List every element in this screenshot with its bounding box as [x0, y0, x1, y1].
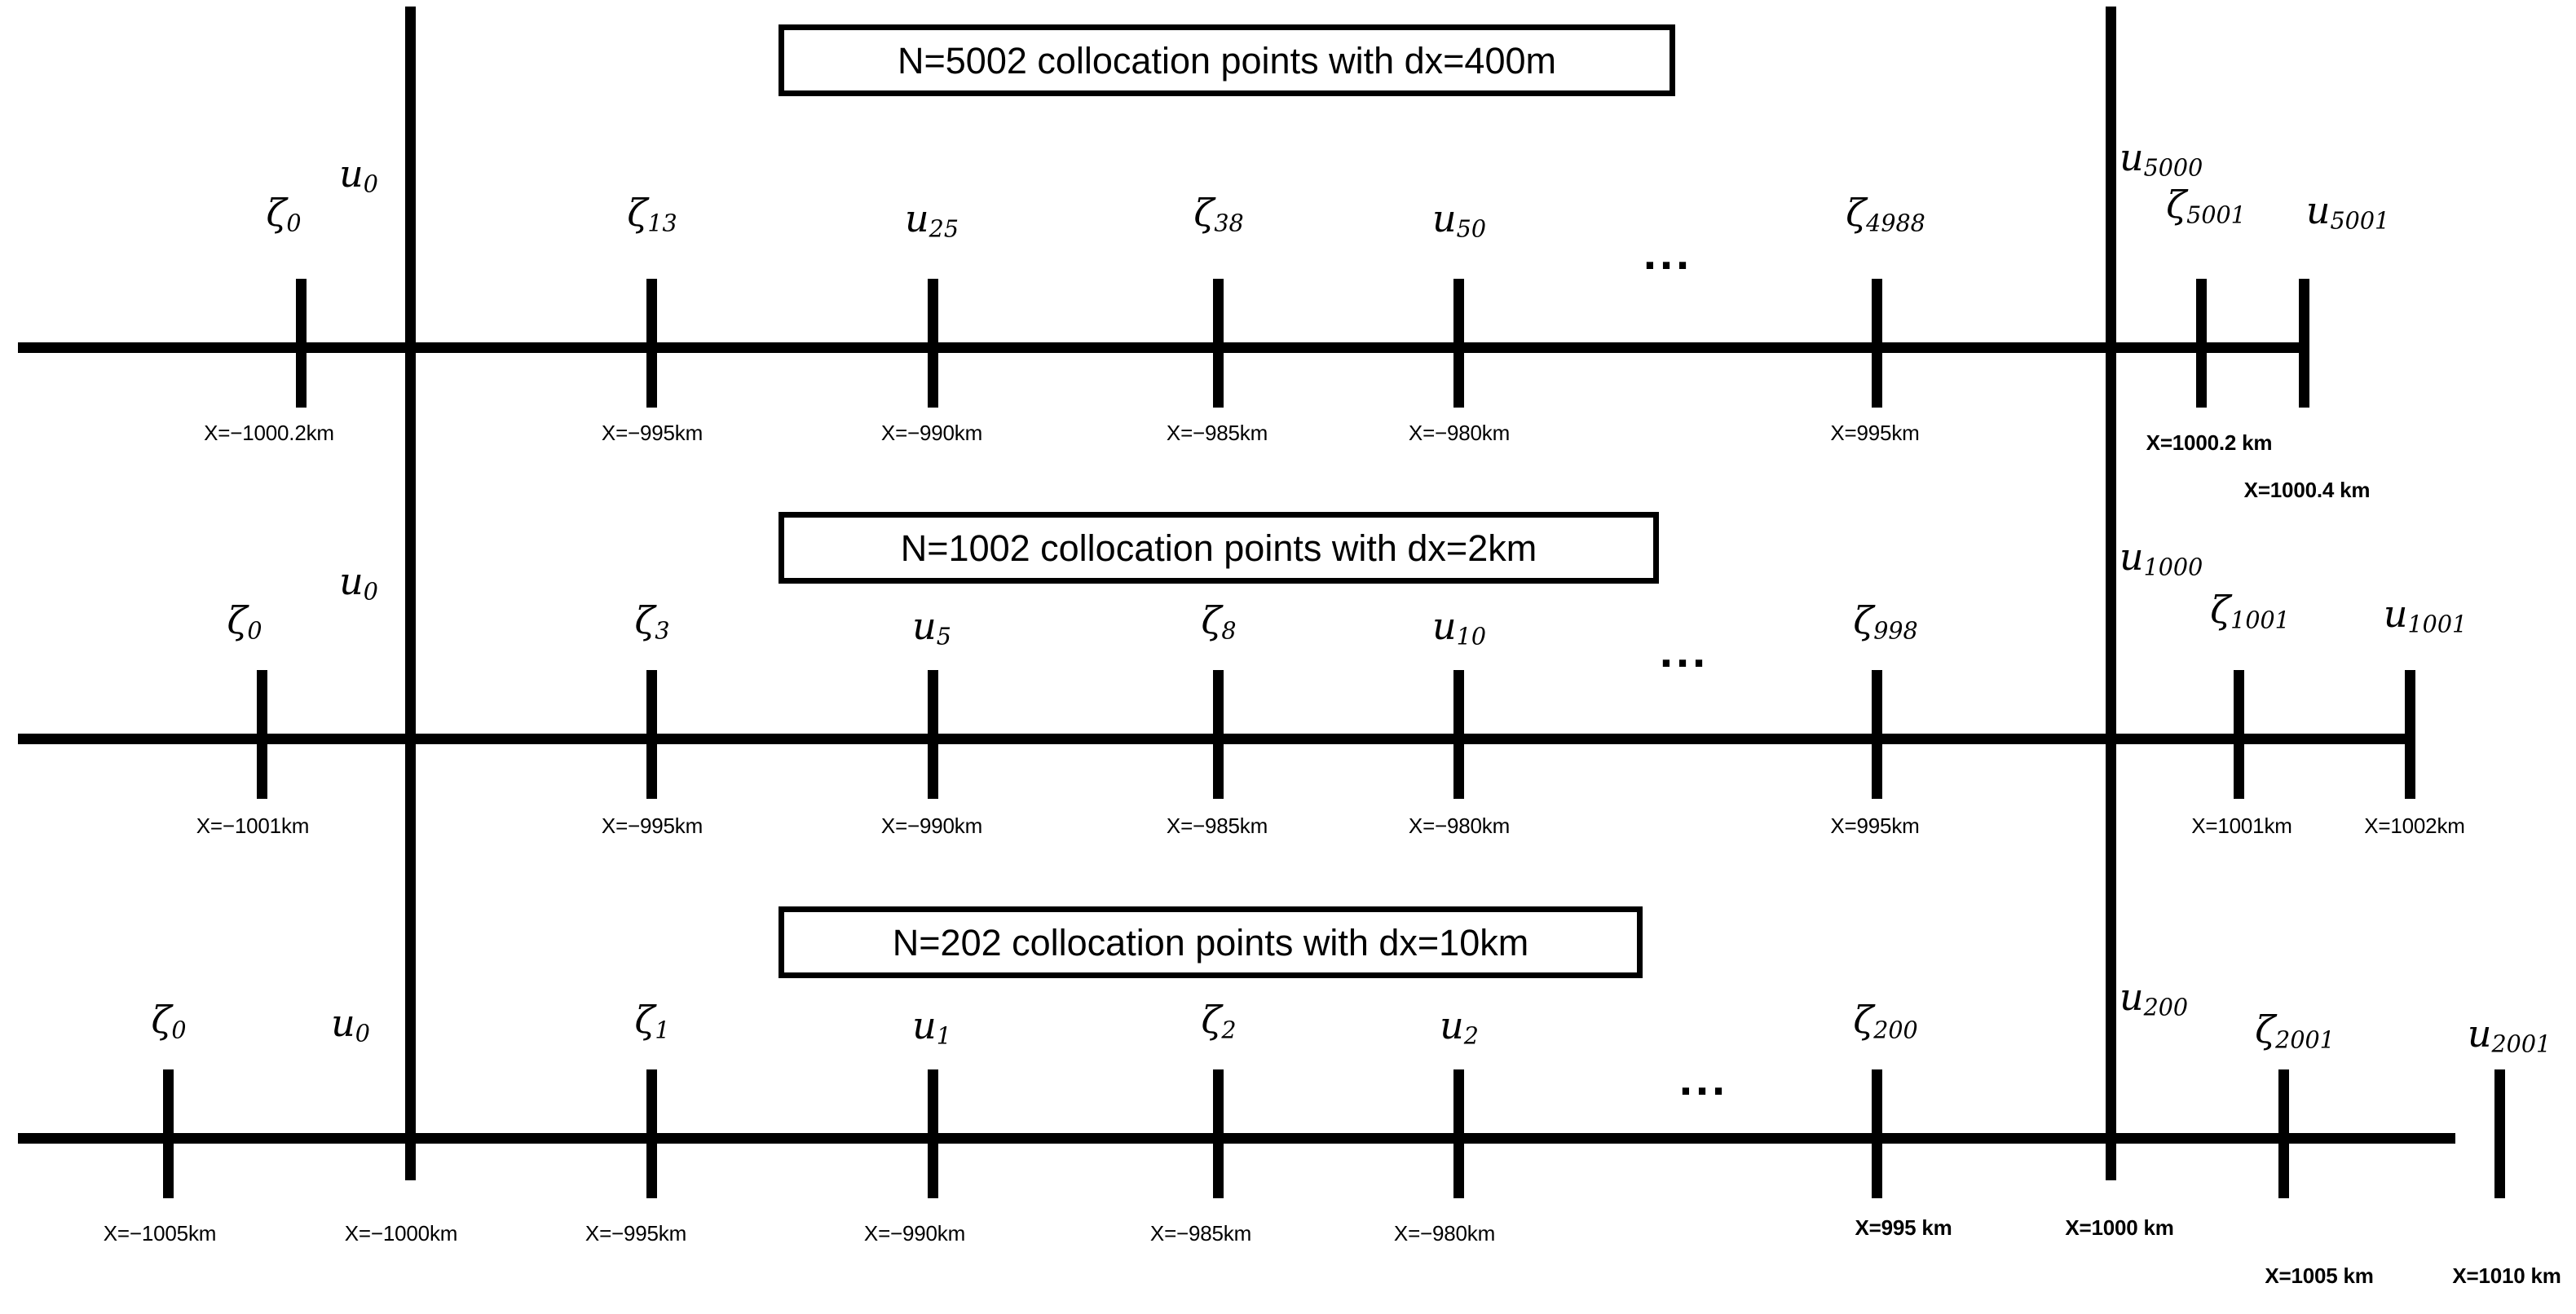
row-3-label-u2001: u2001	[2467, 1012, 2552, 1058]
row-3-xlabel-6: X=995 km	[1855, 1215, 1952, 1240]
row-1-label-u5001: u5001	[2305, 188, 2390, 235]
row-2-tick-u1001	[2405, 670, 2415, 799]
row-2-ellipsis: ...	[1659, 624, 1709, 677]
row-1-tick-u50	[1453, 279, 1464, 408]
row-2-tick-u5	[928, 670, 938, 799]
row-1-title: N=5002 collocation points with dx=400m	[897, 39, 1556, 82]
row-2-tick-zeta0	[257, 670, 267, 799]
row-1-xlabel-2: X=−995km	[601, 421, 704, 445]
row-2-tick-zeta998	[1872, 670, 1882, 799]
row-1-tick-zeta4988	[1872, 279, 1882, 408]
row-1-label-u0: u0	[339, 152, 378, 198]
row-3-tick-zeta1	[646, 1069, 657, 1198]
row-2-xlabel-5: X=−980km	[1408, 814, 1511, 838]
row-2-label-u1000: u1000	[2119, 535, 2203, 581]
row-2-xlabel-0: X=−1001km	[196, 814, 310, 838]
row-3-tick-zeta0	[163, 1069, 174, 1198]
row-1-label-zeta4988: ζ4988	[1846, 191, 1925, 237]
row-3-label-zeta1: ζ1	[634, 998, 670, 1044]
row-1-tick-zeta38	[1213, 279, 1224, 408]
row-1-xlabel-5: X=−980km	[1408, 421, 1511, 445]
row-2-label-u0: u0	[339, 559, 378, 606]
boundary-line-right	[2106, 7, 2116, 1180]
row-1-xlabel-3: X=−990km	[880, 421, 983, 445]
row-1-label-zeta0: ζ0	[266, 191, 302, 237]
row-3-xlabel-3: X=−990km	[863, 1221, 966, 1246]
row-3-xlabel-2: X=−995km	[584, 1221, 687, 1246]
row-2-xlabel-9: X=1002km	[2364, 814, 2465, 838]
row-2-label-zeta0: ζ0	[227, 598, 262, 645]
row-2-label-zeta998: ζ998	[1853, 598, 1918, 645]
row-1-label-zeta38: ζ38	[1193, 191, 1244, 237]
row-3-title-box: N=202 collocation points with dx=10km	[779, 906, 1643, 978]
row-2-xlabel-4: X=−985km	[1166, 814, 1268, 838]
row-3-xlabel-5: X=−980km	[1393, 1221, 1496, 1246]
row-3-axis	[18, 1133, 2455, 1144]
row-3-tick-zeta200	[1872, 1069, 1882, 1198]
row-1-xlabel-6: X=995km	[1830, 421, 1920, 445]
row-1-label-u5000: u5000	[2119, 135, 2203, 182]
row-2-xlabel-8: X=1001km	[2191, 814, 2292, 838]
row-3-tick-u1	[928, 1069, 938, 1198]
row-1-xlabel-8: X=1000.2 km	[2146, 430, 2273, 455]
row-3-tick-zeta2001	[2278, 1069, 2289, 1198]
row-1-axis	[18, 342, 2309, 353]
row-2-xlabel-6: X=995km	[1830, 814, 1920, 838]
row-2-title: N=1002 collocation points with dx=2km	[900, 527, 1537, 569]
row-1-label-u25: u25	[905, 196, 959, 243]
row-3-ellipsis: ...	[1678, 1052, 1729, 1105]
row-2-title-box: N=1002 collocation points with dx=2km	[779, 512, 1659, 584]
row-1-tick-u5001	[2299, 279, 2309, 408]
row-1-label-zeta5001: ζ5001	[2166, 183, 2246, 229]
row-2-label-zeta1001: ζ1001	[2210, 588, 2290, 634]
row-3-label-u200: u200	[2119, 975, 2189, 1021]
row-3-label-zeta200: ζ200	[1853, 998, 1918, 1044]
row-1-title-box: N=5002 collocation points with dx=400m	[779, 24, 1675, 96]
row-3-xlabel-4: X=−985km	[1149, 1221, 1252, 1246]
row-2-tick-zeta3	[646, 670, 657, 799]
row-2-tick-zeta1001	[2234, 670, 2244, 799]
row-3-label-zeta0: ζ0	[151, 998, 187, 1044]
row-2-xlabel-3: X=−990km	[880, 814, 983, 838]
row-1-tick-zeta5001	[2196, 279, 2207, 408]
row-1-xlabel-0: X=−1000.2km	[204, 421, 334, 445]
row-1-ellipsis: ...	[1643, 227, 1693, 280]
row-3-tick-u2	[1453, 1069, 1464, 1198]
row-1-tick-zeta0	[296, 279, 307, 408]
row-1-xlabel-4: X=−985km	[1166, 421, 1268, 445]
row-1-xlabel-9: X=1000.4 km	[2243, 478, 2371, 502]
row-1-label-u50: u50	[1432, 196, 1486, 243]
row-3-xlabel-0: X=−1005km	[103, 1221, 217, 1246]
row-2-label-u5: u5	[912, 604, 951, 650]
row-3-xlabel-9: X=1010 km	[2452, 1263, 2561, 1288]
row-3-tick-u2001	[2494, 1069, 2505, 1198]
row-2-xlabel-2: X=−995km	[601, 814, 704, 838]
row-3-label-zeta2001: ζ2001	[2255, 1008, 2335, 1054]
row-2-label-u10: u10	[1432, 604, 1486, 650]
row-2-label-u1001: u1001	[2383, 592, 2468, 638]
row-1-label-zeta13: ζ13	[627, 191, 677, 237]
row-2-tick-zeta8	[1213, 670, 1224, 799]
row-2-label-zeta8: ζ8	[1201, 598, 1237, 645]
row-3-label-zeta2: ζ2	[1201, 998, 1237, 1044]
row-1-tick-zeta13	[646, 279, 657, 408]
row-2-label-zeta3: ζ3	[634, 598, 670, 645]
row-3-tick-zeta2	[1213, 1069, 1224, 1198]
row-3-xlabel-1: X=−1000km	[344, 1221, 458, 1246]
row-3-xlabel-8: X=1005 km	[2265, 1263, 2374, 1288]
row-3-label-u1: u1	[912, 1003, 951, 1050]
row-3-title: N=202 collocation points with dx=10km	[892, 921, 1529, 963]
row-3-xlabel-7: X=1000 km	[2065, 1215, 2174, 1240]
row-1-tick-u25	[928, 279, 938, 408]
row-3-label-u0: u0	[331, 1001, 370, 1047]
row-3-label-u2: u2	[1440, 1003, 1479, 1050]
boundary-line-left	[405, 7, 416, 1180]
row-2-tick-u10	[1453, 670, 1464, 799]
